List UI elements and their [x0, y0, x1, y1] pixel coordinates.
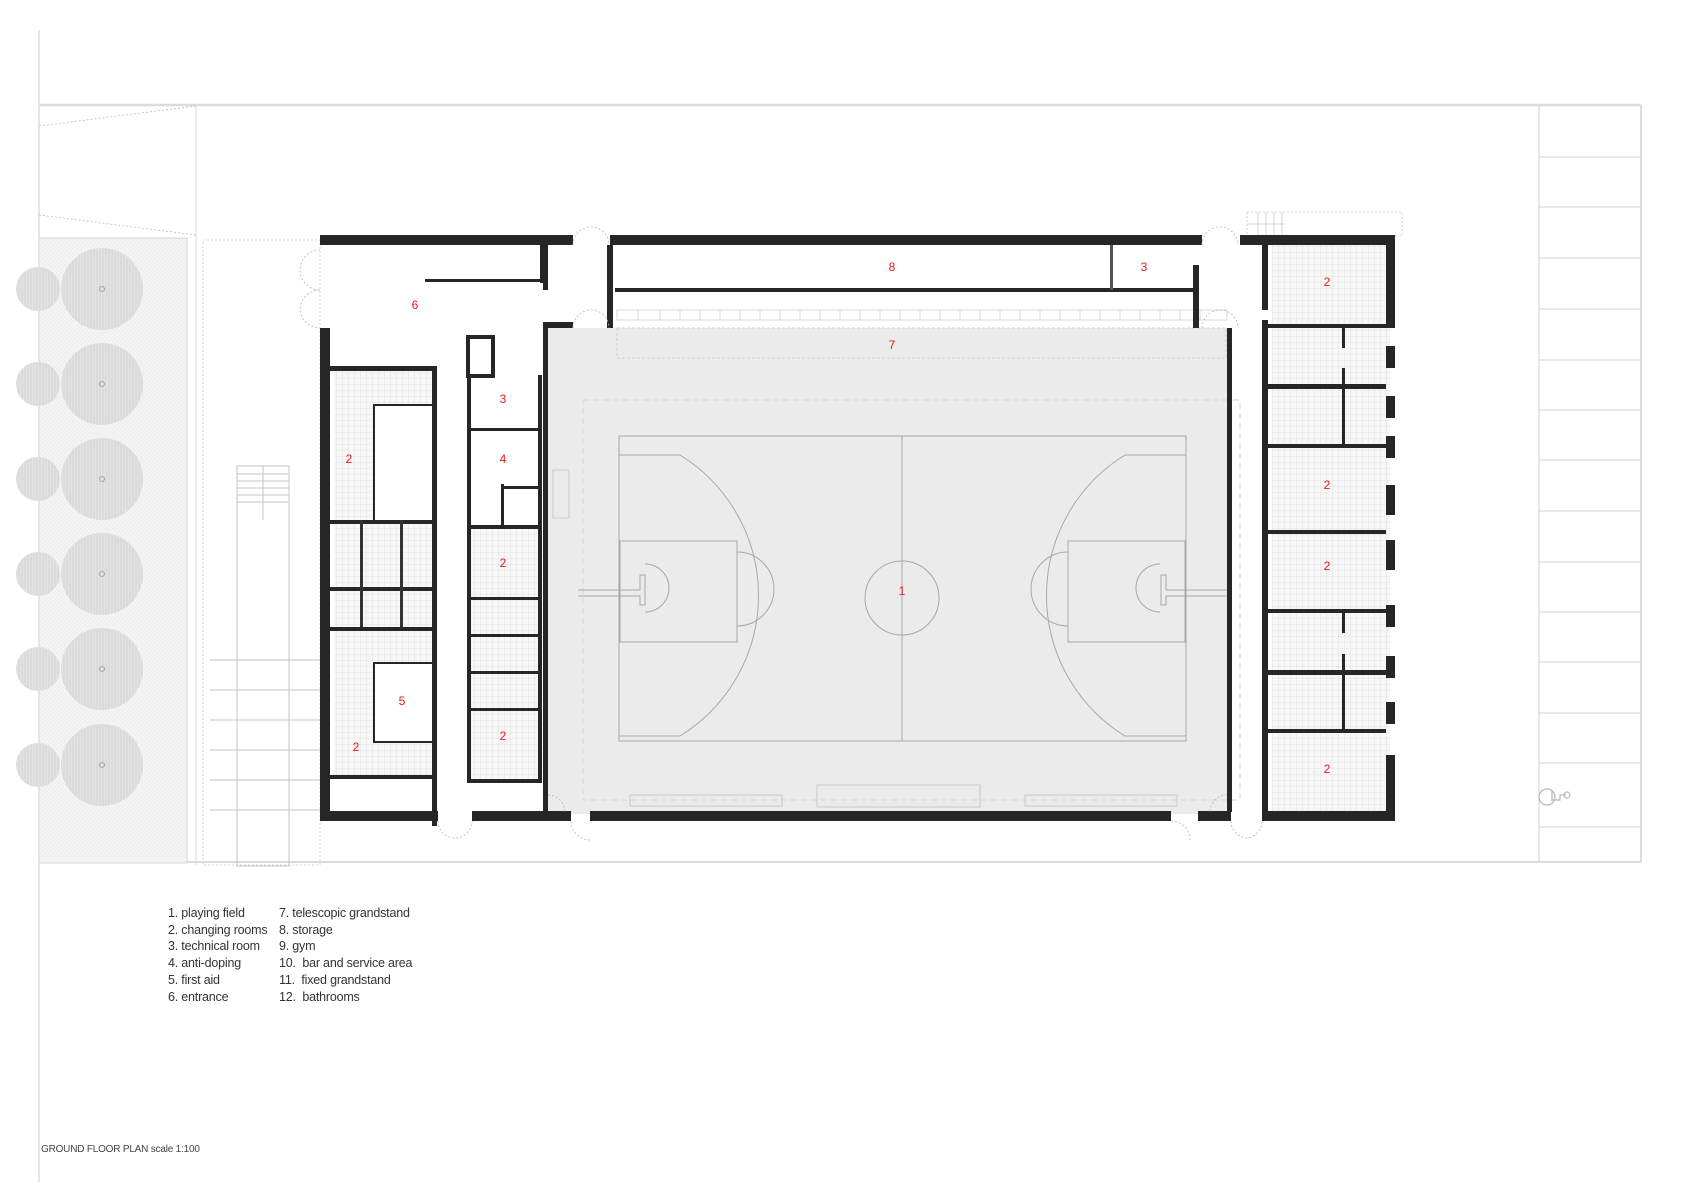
room-label-changing-room: 2 — [500, 729, 507, 743]
room-label-entrance: 6 — [412, 298, 419, 312]
room-label-changing-room: 2 — [1324, 762, 1331, 776]
changing-room-floor — [1272, 240, 1390, 812]
outdoor-stair — [210, 465, 320, 867]
telescopic-grandstand — [615, 292, 1228, 359]
room-label-playing-field: 1 — [899, 584, 906, 598]
legend-item: 5. first aid — [168, 972, 220, 987]
legend-column-1: 1. playing field 2. changing rooms 3. te… — [168, 905, 268, 1005]
legend-item: 6. entrance — [168, 989, 229, 1004]
legend-item: 3. technical room — [168, 939, 260, 954]
first-aid-room — [373, 662, 434, 743]
room-label-changing-room: 2 — [1324, 275, 1331, 289]
planted-area — [16, 237, 188, 864]
legend-item: 10. bar and service area — [279, 956, 413, 971]
drawing-title: GROUND FLOOR PLAN scale 1:100 — [41, 1144, 200, 1155]
playing-field-floor — [547, 328, 1230, 814]
inner-room — [373, 404, 434, 522]
room-label-changing-room: 2 — [500, 556, 507, 570]
room-label-changing-room: 2 — [1324, 559, 1331, 573]
legend-column-2: 7. telescopic grandstand 8. storage 9. g… — [279, 905, 412, 1005]
legend-item: 1. playing field — [168, 906, 245, 920]
room-label-changing-room: 2 — [1324, 478, 1331, 492]
room-label-technical-room: 3 — [500, 392, 507, 406]
room-label-changing-room: 2 — [346, 452, 353, 466]
tree-icon — [16, 248, 143, 806]
room-label-changing-room: 2 — [353, 740, 360, 754]
room-label-anti-doping: 4 — [500, 452, 507, 466]
external-stair-north — [1246, 211, 1403, 237]
room-label-first-aid: 5 — [399, 694, 406, 708]
legend-item: 7. telescopic grandstand — [279, 906, 410, 920]
room-label-technical-room: 3 — [1141, 260, 1148, 274]
changing-room-floor — [469, 526, 542, 780]
room-label-storage: 8 — [889, 260, 896, 274]
parking-spaces — [1538, 105, 1641, 862]
legend-item: 2. changing rooms — [168, 922, 268, 937]
door-swings — [299, 226, 1263, 841]
legend-item: 12. bathrooms — [279, 989, 360, 1004]
room-label-telescopic-grandstand: 7 — [889, 338, 896, 352]
room-labels: 1 8 3 7 6 2 5 2 3 4 2 2 2 2 2 2 — [346, 260, 1331, 776]
wheelchair-icon — [1538, 788, 1571, 806]
legend-item: 8. storage — [279, 922, 333, 937]
basketball-court — [552, 399, 1241, 808]
walls — [320, 235, 1395, 826]
legend-item: 11. fixed grandstand — [279, 972, 391, 987]
legend-item: 9. gym — [279, 939, 316, 954]
legend-item: 4. anti-doping — [168, 956, 241, 971]
